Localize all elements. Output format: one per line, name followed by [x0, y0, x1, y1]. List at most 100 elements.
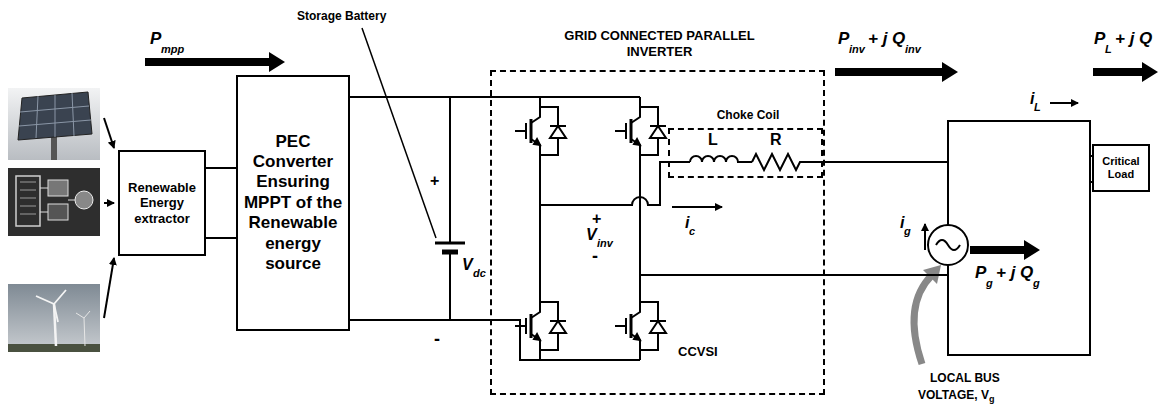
circuit-label: + j Q	[996, 264, 1033, 283]
source-arrows	[104, 202, 114, 204]
power-flow-arrows	[1093, 62, 1158, 82]
circuit-label: i	[685, 214, 689, 232]
wind-turbine-photo	[36, 290, 66, 322]
subscript-text: mpp	[161, 43, 184, 55]
current-arrow	[924, 224, 926, 250]
circuit-label: P	[1094, 30, 1105, 49]
wire	[350, 320, 490, 321]
current-arrow	[672, 206, 722, 208]
wire	[823, 121, 1092, 162]
circuit-label: +	[592, 210, 601, 228]
subscript-text: g	[1033, 277, 1040, 289]
inverter-bridge	[615, 97, 666, 165]
box-label: Renewable Energy extractor	[124, 180, 200, 227]
solar-panel-photo	[19, 93, 91, 138]
storage-battery-symbol	[435, 97, 465, 320]
source-arrows	[104, 258, 114, 318]
wire	[350, 97, 490, 98]
wire-line	[206, 167, 236, 169]
converter-box: PEC Converter Ensuring MPPT of the Renew…	[236, 75, 350, 331]
choke-coil-symbol	[752, 154, 823, 170]
subscript-text: inv	[905, 43, 921, 55]
subscript-text: c	[689, 225, 695, 237]
group-heading: Choke Coil	[698, 108, 798, 122]
fuel-cell-photo	[40, 188, 75, 212]
box-label: PEC Converter Ensuring MPPT of the Renew…	[242, 132, 344, 275]
grid-source-symbol	[928, 225, 968, 265]
subscript-text: dc	[473, 267, 486, 279]
wire-line	[823, 121, 1092, 162]
inverter-bridge	[515, 97, 566, 165]
wire	[206, 168, 236, 169]
current-arrow	[1050, 102, 1078, 104]
source-arrows	[104, 118, 114, 148]
circuit-label: P	[975, 264, 986, 283]
wire	[206, 238, 236, 239]
subscript-text: L	[1034, 101, 1041, 113]
circuit-label: -	[592, 247, 598, 267]
circuit-label: L	[708, 131, 718, 149]
subscript-text: inv	[597, 237, 613, 249]
fuel-cell-photo	[20, 182, 36, 214]
circuit-label: V	[462, 256, 473, 274]
power-flow-arrows	[970, 240, 1040, 260]
choke-coil-symbol	[690, 154, 823, 170]
grid-source-symbol	[936, 240, 960, 250]
bus-voltage-arrow	[914, 275, 932, 364]
circuit-label: + j Q	[868, 30, 905, 49]
solar-panel-photo	[8, 88, 100, 160]
group-heading: GRID CONNECTED PARALLEL INVERTER	[532, 28, 787, 59]
source-arrows	[104, 118, 114, 318]
inverter-bridge	[490, 97, 825, 360]
inverter-bridge	[640, 274, 825, 276]
inverter-bridge	[490, 320, 640, 360]
circuit-label: R	[770, 131, 782, 149]
extractor-box: Renewable Energy extractor	[118, 150, 206, 256]
solar-panel-photo	[8, 88, 100, 160]
storage-battery-symbol	[449, 252, 451, 320]
subscript-text: inv	[849, 43, 865, 55]
wind-turbine-photo	[8, 284, 100, 352]
choke-coil-symbol	[690, 156, 752, 162]
circuit-label: -	[434, 330, 440, 350]
inverter-bridge	[540, 165, 640, 292]
circuit-label: CCVSI	[678, 345, 718, 359]
wind-turbine-photo	[76, 311, 90, 346]
grid-source-symbol	[948, 156, 1090, 275]
wire-line	[350, 319, 490, 321]
circuit-label: + j Q	[1115, 30, 1152, 49]
fuel-cell-photo	[8, 168, 100, 236]
subscript-text: L	[1105, 43, 1112, 55]
inverter-bridge	[490, 96, 640, 98]
circuit-label: Storage Battery	[297, 10, 386, 23]
circuit-label: i	[1030, 90, 1034, 108]
bus-voltage-arrow	[914, 265, 941, 364]
wind-turbine-photo	[8, 284, 100, 352]
subscript-text: g	[989, 395, 995, 405]
circuit-label: i	[900, 214, 904, 232]
storage-battery-symbol	[449, 97, 451, 243]
wire-line	[206, 237, 236, 239]
storage-battery-symbol	[435, 242, 465, 245]
choke-coil-boundary: Choke Coil	[668, 128, 823, 178]
fuel-cell-photo	[48, 204, 68, 220]
circuit-label: P	[150, 30, 161, 49]
inverter-boundary: GRID CONNECTED PARALLEL INVERTERChoke Co…	[490, 70, 825, 395]
subscript-text: g	[986, 277, 993, 289]
circuit-label: P	[838, 30, 849, 49]
wind-turbine-photo	[8, 344, 100, 352]
fuel-cell-photo	[48, 180, 68, 196]
grid-source-symbol	[928, 156, 1090, 275]
circuit-label: VOLTAGE, V	[918, 389, 989, 402]
box-label: Critical Load	[1098, 155, 1144, 181]
subscript-text: g	[904, 225, 911, 237]
fuel-cell-photo	[16, 176, 40, 226]
leader-line	[362, 28, 436, 238]
circuit-label: +	[430, 172, 439, 190]
fuel-cell-photo	[8, 168, 100, 236]
wire-line	[350, 96, 490, 98]
circuit-label: V	[586, 226, 597, 244]
solar-panel-photo	[18, 92, 92, 140]
inverter-bridge	[615, 292, 666, 360]
